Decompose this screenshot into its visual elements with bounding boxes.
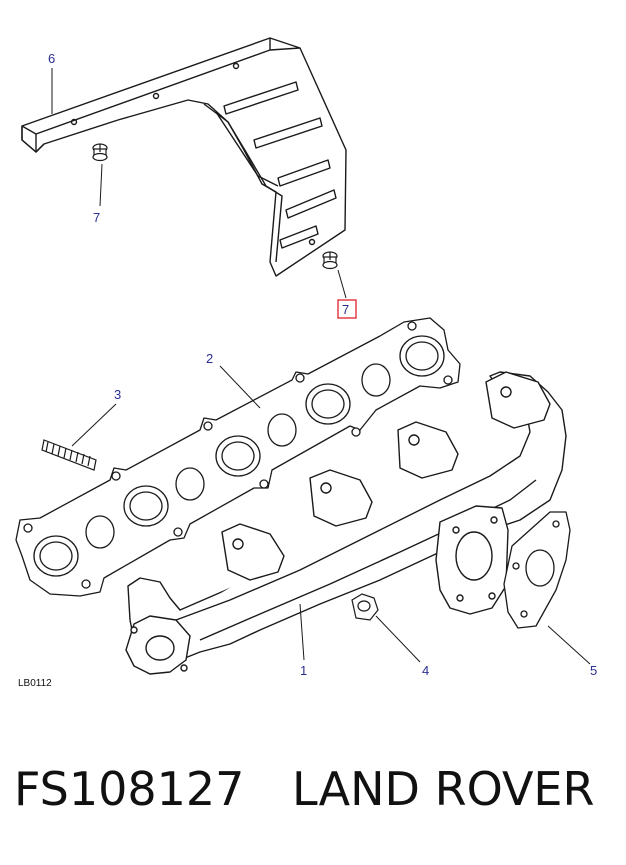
callout-5: 5 (590, 663, 597, 678)
callout-3: 3 (114, 387, 121, 402)
bolt-illustration (92, 143, 108, 162)
bolt-illustration (322, 251, 338, 270)
callout-7: 7 (93, 210, 100, 225)
callout-7-highlighted: 7 (342, 302, 349, 317)
nut-illustration (351, 593, 379, 621)
footer: FS108127 LAND ROVER (0, 720, 626, 865)
exploded-parts-diagram: 6 7 7 2 3 1 4 5 LB0112 (15, 37, 598, 689)
callout-4: 4 (422, 663, 429, 678)
callout-2: 2 (206, 351, 213, 366)
callout-1: 1 (300, 663, 307, 678)
stud-illustration (41, 439, 97, 471)
brand-name: LAND ROVER (292, 762, 595, 816)
callout-6: 6 (48, 51, 55, 66)
diagram-code: LB0112 (18, 678, 52, 689)
highlight-box (337, 299, 357, 319)
outlet-gasket-illustration (503, 511, 571, 629)
part-number: FS108127 (14, 762, 245, 816)
leader-lines (51, 68, 591, 665)
exhaust-manifold-illustration (125, 371, 567, 675)
heat-shield-illustration (21, 37, 347, 277)
manifold-gasket-illustration (15, 317, 461, 597)
